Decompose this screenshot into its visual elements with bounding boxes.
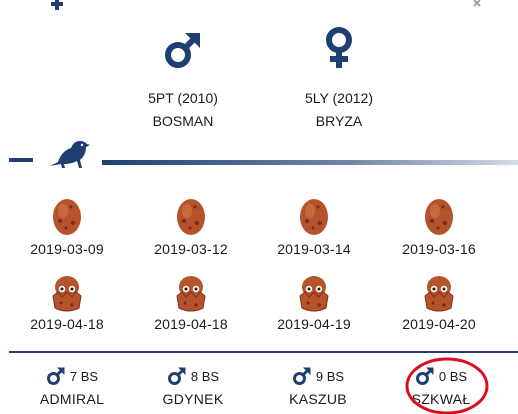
child-count: 7 BS [69,368,99,384]
child-count: 9 BS [315,368,345,384]
plus-icon [51,0,63,10]
parent-female[interactable]: 5LY (2012) BRYZA [259,22,419,129]
divider-dash [9,158,33,162]
egg-item[interactable]: 2019-03-09 [12,193,122,257]
parent-code: 5PT (2010) [148,90,218,106]
close-icon[interactable] [470,0,492,12]
male-symbol-icon [292,367,311,385]
child-item[interactable]: 9 BS KASZUB [258,366,378,407]
bird-icon [50,141,90,168]
parent-name: BOSMAN [152,113,214,129]
parent-code: 5LY (2012) [305,90,373,106]
hatch-date: 2019-04-19 [277,316,351,332]
egg-icon [53,199,81,235]
hatching-chick-icon [52,276,82,312]
child-item[interactable]: 7 BS ADMIRAL [12,366,132,407]
hatch-date: 2019-04-18 [30,316,104,332]
hatch-item[interactable]: 2019-04-20 [384,268,494,332]
male-symbol-icon [415,367,434,385]
male-symbol-icon [46,367,65,385]
egg-date: 2019-03-12 [154,241,228,257]
child-name: GDYNEK [162,391,224,407]
egg-date: 2019-03-09 [30,241,104,257]
divider-line [102,160,518,165]
hatching-chick-icon [176,276,206,312]
parent-male[interactable]: 5PT (2010) BOSMAN [103,22,263,129]
hatch-item[interactable]: 2019-04-18 [136,268,246,332]
hatch-date: 2019-04-18 [154,316,228,332]
egg-icon [300,199,328,235]
egg-item[interactable]: 2019-03-14 [259,193,369,257]
egg-item[interactable]: 2019-03-12 [136,193,246,257]
hatch-date: 2019-04-20 [402,316,476,332]
egg-icon [425,199,453,235]
highlight-circle [405,357,489,414]
female-symbol-icon [326,27,352,68]
egg-item[interactable]: 2019-03-16 [384,193,494,257]
child-item[interactable]: 8 BS GDYNEK [133,366,253,407]
egg-date: 2019-03-14 [277,241,351,257]
hatch-item[interactable]: 2019-04-18 [12,268,122,332]
parent-name: BRYZA [315,113,363,129]
child-name: KASZUB [289,391,347,407]
child-item[interactable]: 0 BS SZKWAŁ [381,366,501,407]
egg-icon [177,199,205,235]
child-name: ADMIRAL [39,391,105,407]
child-count: 8 BS [190,368,220,384]
child-count: 0 BS [438,368,468,384]
egg-date: 2019-03-16 [402,241,476,257]
hatch-item[interactable]: 2019-04-19 [259,268,369,332]
male-symbol-icon [167,367,186,385]
child-name: SZKWAŁ [411,391,471,407]
section-divider [9,351,518,353]
hatching-chick-icon [299,276,329,312]
hatching-chick-icon [424,276,454,312]
male-symbol-icon [165,33,200,68]
